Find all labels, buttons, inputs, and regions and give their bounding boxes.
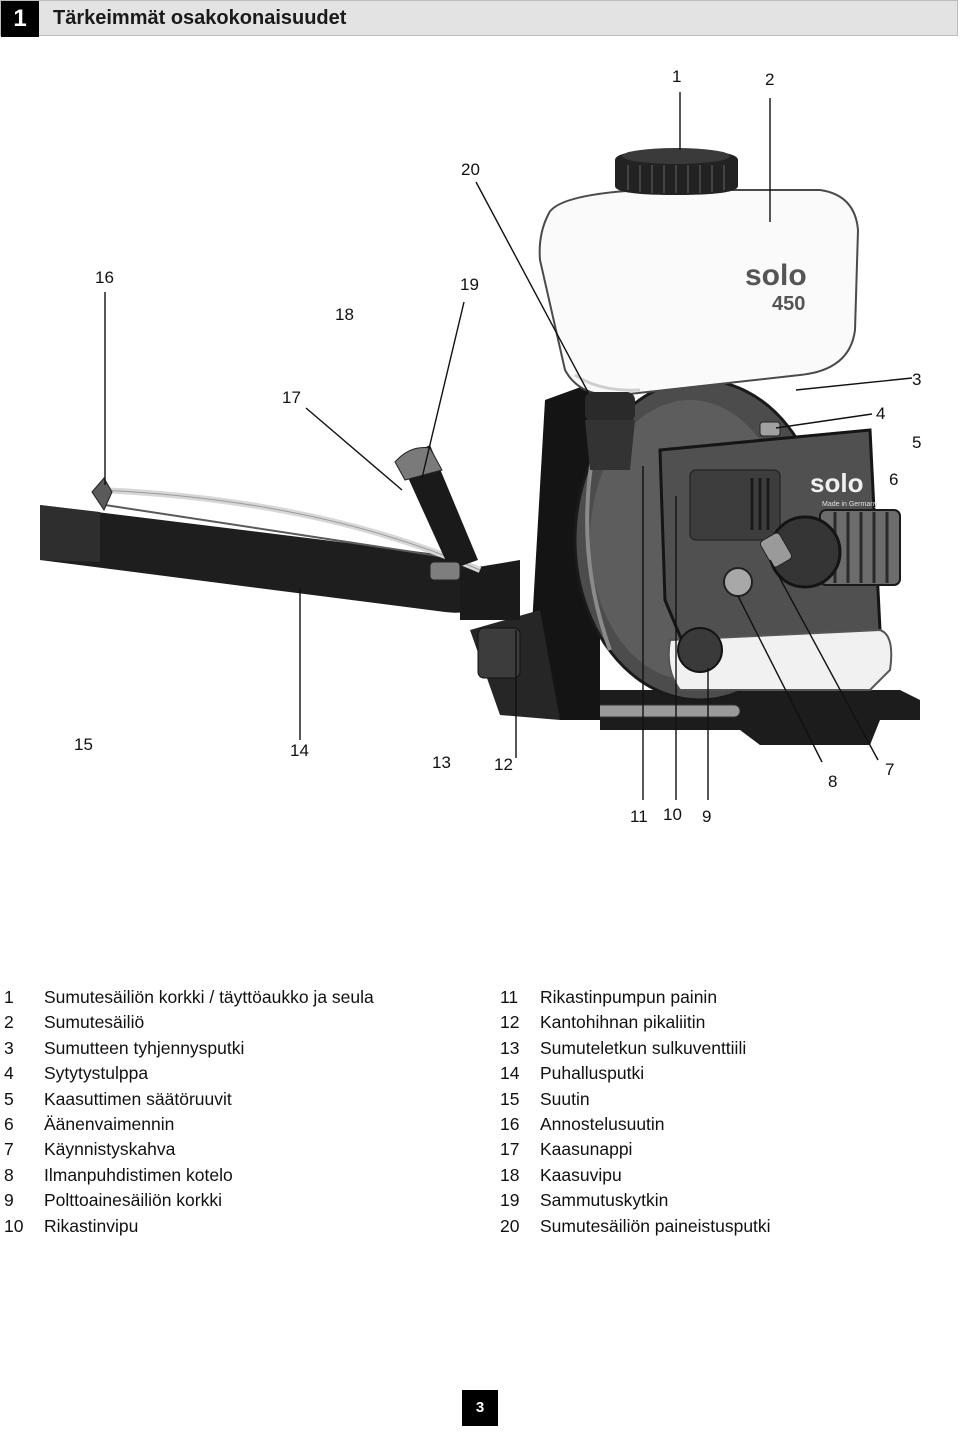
legend-item: 4 Sytytystulppa — [4, 1061, 374, 1086]
legend-label: Rikastinvipu — [44, 1215, 139, 1236]
callout-17: 17 — [282, 388, 301, 407]
legend-label: Annostelusuutin — [540, 1114, 665, 1135]
legend-number: 18 — [500, 1164, 520, 1185]
callout-11: 11 — [630, 807, 648, 826]
legend-label: Rikastinpumpun painin — [540, 987, 718, 1007]
legend-label: Sumutesäiliön korkki / täyttöaukko ja se… — [44, 987, 374, 1007]
legend-item: 5 Kaasuttimen säätöruuvit — [4, 1087, 374, 1112]
legend-number: 16 — [500, 1114, 520, 1135]
legend-number: 8 — [4, 1164, 14, 1185]
legend-number: 7 — [4, 1139, 14, 1160]
legend-label: Kaasuttimen säätöruuvit — [44, 1088, 232, 1109]
sprayer-illustration: solo 450 solo Made in Germany — [40, 92, 920, 800]
callout-15: 15 — [74, 735, 93, 754]
legend-number: 19 — [500, 1190, 520, 1211]
legend-number: 9 — [4, 1190, 14, 1211]
legend-label: Sumutesäiliön paineistusputki — [540, 1215, 771, 1236]
callout-9: 9 — [702, 807, 712, 826]
legend-number: 2 — [4, 1012, 14, 1033]
section-header: 1 Tärkeimmät osakokonaisuudet — [0, 0, 958, 37]
engine-brand-label: solo Made in Germany — [810, 468, 878, 508]
parts-legend-left: 1 Sumutesäiliön korkki / täyttöaukko ja s… — [4, 985, 374, 1239]
legend-item: 2 Sumutesäiliö — [4, 1010, 374, 1035]
legend-number: 5 — [4, 1088, 14, 1109]
legend-number: 14 — [500, 1063, 520, 1084]
page-number: 3 — [462, 1390, 498, 1426]
legend-item: 17 Kaasunappi — [500, 1137, 771, 1162]
legend-number: 20 — [500, 1215, 520, 1236]
legend-item: 20 Sumutesäiliön paineistusputki — [500, 1214, 771, 1239]
legend-number: 1 — [4, 987, 14, 1007]
legend-label: Kaasuvipu — [540, 1164, 622, 1185]
callout-14: 14 — [290, 741, 309, 760]
sprayer-device — [40, 148, 920, 745]
callout-20: 20 — [461, 160, 480, 179]
callout-13: 13 — [432, 753, 451, 772]
callout-1: 1 — [672, 67, 682, 86]
callout-19: 19 — [460, 275, 479, 294]
callout-10: 10 — [663, 805, 682, 824]
legend-item: 8 Ilmanpuhdistimen kotelo — [4, 1163, 374, 1188]
parts-legend-right: 11 Rikastinpumpun painin 12 Kantohihnan pi… — [500, 985, 771, 1239]
section-title: Tärkeimmät osakokonaisuudet — [53, 7, 347, 29]
tank-brand-label: solo 450 — [745, 259, 807, 315]
legend-item: 9 Polttoainesäiliön korkki — [4, 1188, 374, 1213]
legend-item: 10 Rikastinvipu — [4, 1214, 374, 1239]
legend-number: 15 — [500, 1088, 520, 1109]
legend-item: 15 Suutin — [500, 1087, 771, 1112]
legend-label: Kantohihnan pikaliitin — [540, 1012, 706, 1033]
legend-label: Polttoainesäiliön korkki — [44, 1190, 223, 1211]
svg-text:solo: solo — [745, 259, 807, 292]
legend-number: 10 — [4, 1215, 24, 1236]
legend-number: 3 — [4, 1037, 14, 1058]
svg-text:Made in Germany: Made in Germany — [822, 501, 878, 508]
legend-item: 18 Kaasuvipu — [500, 1163, 771, 1188]
legend-item: 14 Puhallusputki — [500, 1061, 771, 1086]
callout-8: 8 — [828, 772, 838, 791]
legend-number: 17 — [500, 1139, 520, 1160]
legend-number: 4 — [4, 1063, 14, 1084]
legend-item: 7 Käynnistyskahva — [4, 1137, 374, 1162]
callout-7: 7 — [885, 760, 895, 779]
legend-label: Puhallusputki — [540, 1063, 645, 1084]
callout-18: 18 — [335, 305, 354, 324]
callout-12: 12 — [494, 755, 513, 774]
legend-number: 6 — [4, 1114, 14, 1135]
section-number: 1 — [1, 1, 39, 37]
legend-label: Äänenvaimennin — [44, 1114, 175, 1135]
legend-item: 13 Sumuteletkun sulkuventtiili — [500, 1036, 771, 1061]
legend-item: 1 Sumutesäiliön korkki / täyttöaukko ja s… — [4, 985, 374, 1010]
legend-number: 13 — [500, 1037, 520, 1058]
legend-label: Sammutuskytkin — [540, 1190, 669, 1211]
legend-item: 6 Äänenvaimennin — [4, 1112, 374, 1137]
legend-item: 12 Kantohihnan pikaliitin — [500, 1010, 771, 1035]
legend-item: 19 Sammutuskytkin — [500, 1188, 771, 1213]
svg-text:450: 450 — [772, 293, 805, 315]
legend-number: 11 — [500, 987, 519, 1007]
callout-2: 2 — [765, 70, 775, 89]
callout-6: 6 — [889, 470, 899, 489]
legend-label: Ilmanpuhdistimen kotelo — [44, 1164, 233, 1185]
legend-label: Sytytystulppa — [44, 1063, 149, 1084]
callout-4: 4 — [876, 404, 886, 423]
legend-label: Käynnistyskahva — [44, 1139, 176, 1160]
callout-3: 3 — [912, 370, 922, 389]
svg-text:solo: solo — [810, 468, 863, 498]
legend-label: Sumutteen tyhjennysputki — [44, 1037, 245, 1058]
callout-5: 5 — [912, 433, 922, 452]
legend-item: 3 Sumutteen tyhjennysputki — [4, 1036, 374, 1061]
legend-label: Suutin — [540, 1088, 590, 1109]
callout-16: 16 — [95, 268, 114, 287]
legend-label: Sumutesäiliö — [44, 1012, 145, 1033]
legend-number: 12 — [500, 1012, 520, 1033]
legend-item: 11 Rikastinpumpun painin — [500, 985, 771, 1010]
legend-item: 16 Annostelusuutin — [500, 1112, 771, 1137]
legend-label: Kaasunappi — [540, 1139, 633, 1160]
legend-label: Sumuteletkun sulkuventtiili — [540, 1037, 747, 1058]
callout-leader-lines — [104, 92, 913, 800]
